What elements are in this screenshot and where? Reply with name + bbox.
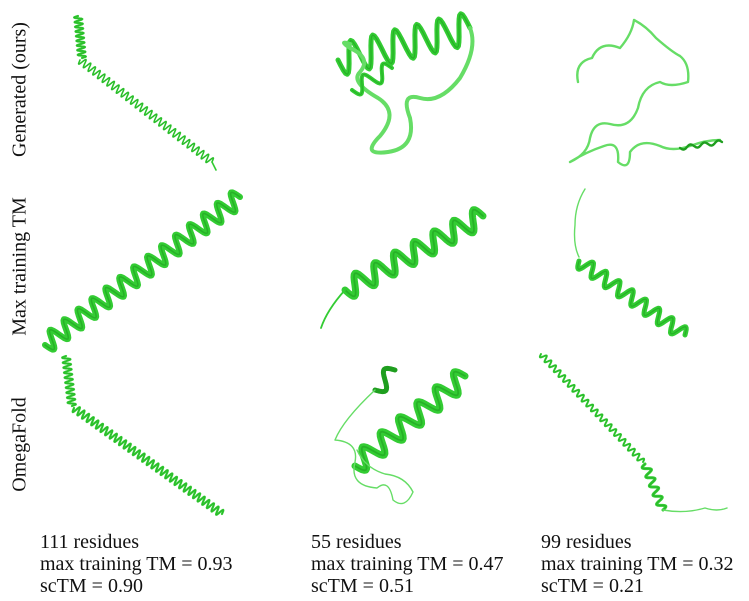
max-training-tm: max training TM = 0.93	[40, 553, 233, 575]
maxtm-55-structure	[320, 206, 487, 329]
omegafold-55-structure	[334, 365, 469, 505]
max-training-tm: max training TM = 0.47	[311, 553, 504, 575]
coil-segment	[568, 18, 722, 167]
helix-shade	[539, 353, 645, 463]
coil-segment	[342, 26, 475, 155]
helix-shade	[679, 140, 723, 150]
row-label-generated: Generated (ours)	[8, 22, 31, 157]
caption-column-3: 99 residues max training TM = 0.32 scTM …	[541, 531, 734, 597]
generated-111-structure	[73, 14, 217, 171]
caption-column-2: 55 residues max training TM = 0.47 scTM …	[311, 531, 504, 597]
row-label-omegafold: OmegaFold	[8, 397, 31, 492]
helix-shade	[73, 15, 87, 59]
max-training-tm: max training TM = 0.32	[541, 553, 734, 575]
sctm-score: scTM = 0.51	[311, 575, 414, 597]
coil-segment	[320, 289, 346, 329]
maxtm-111-structure	[42, 189, 243, 353]
residue-count: 99 residues	[541, 531, 632, 553]
omegafold-99-structure	[538, 353, 728, 513]
coil-segment	[573, 188, 586, 258]
helix-shade	[374, 367, 396, 393]
sctm-score: scTM = 0.21	[541, 575, 644, 597]
helix-shade	[78, 59, 214, 163]
helix-shade	[337, 13, 471, 75]
omegafold-111-structure	[61, 354, 225, 516]
coil-segment	[662, 507, 728, 513]
generated-55-structure	[335, 11, 475, 155]
row-label-max-training-tm: Max training TM	[8, 197, 31, 336]
generated-99-structure	[568, 18, 724, 167]
residue-count: 111 residues	[40, 531, 140, 553]
coil-segment	[211, 161, 217, 171]
helix-shade	[344, 208, 484, 298]
helix-shade	[351, 62, 393, 96]
helix-shade	[44, 191, 241, 351]
residue-count: 55 residues	[311, 531, 402, 553]
caption-column-1: 111 residues max training TM = 0.93 scTM…	[40, 531, 233, 597]
sctm-score: scTM = 0.90	[40, 575, 143, 597]
helix-shade	[577, 260, 687, 336]
helix-shade	[354, 370, 466, 472]
helix-shade	[72, 406, 224, 516]
coil-segment	[334, 389, 414, 505]
maxtm-99-structure	[573, 188, 689, 338]
helix-shade	[61, 355, 77, 407]
helix-shade	[641, 463, 667, 511]
